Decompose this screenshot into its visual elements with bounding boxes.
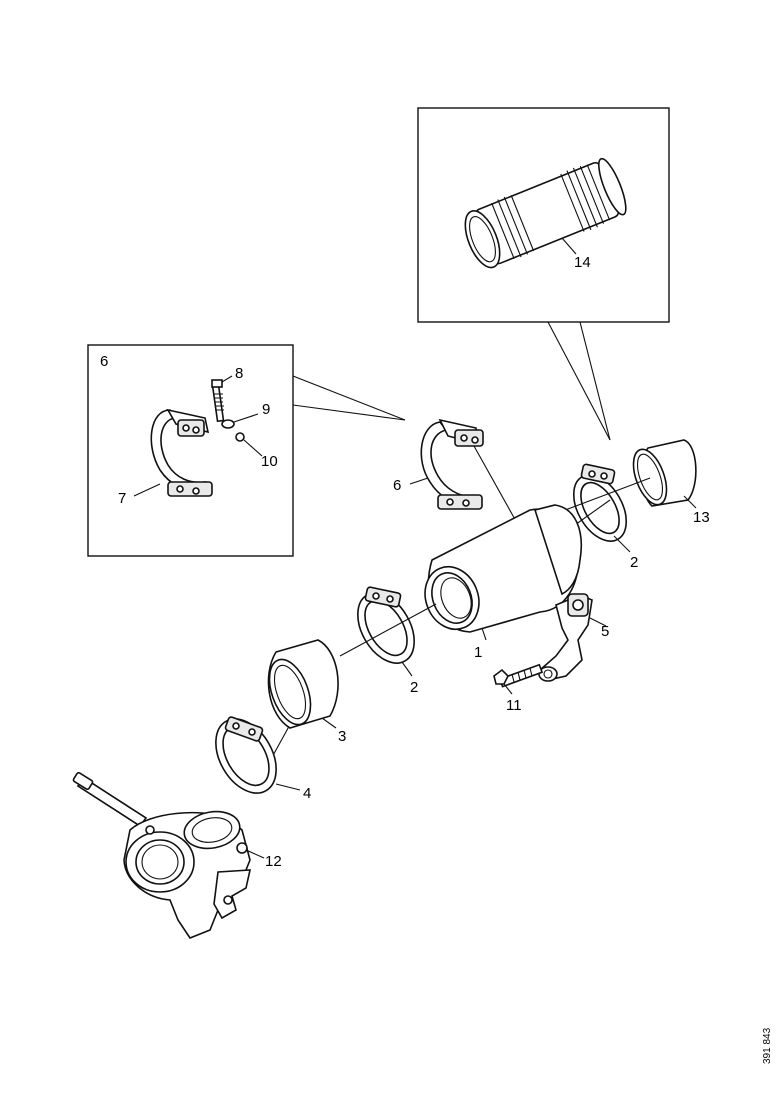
bolt-part-8 — [211, 379, 225, 423]
inset-box-clamp: 6 8 9 10 7 — [87, 344, 406, 557]
label-2-upper: 2 — [630, 554, 638, 571]
label-11: 11 — [506, 697, 522, 714]
bracket-part-5 — [538, 593, 593, 682]
inset-box-bellows: 14 — [417, 107, 670, 441]
label-3: 3 — [338, 728, 346, 745]
label-5: 5 — [601, 623, 609, 640]
label-12: 12 — [265, 853, 282, 870]
label-8: 8 — [235, 365, 243, 382]
bellows-pipe-part-14 — [464, 157, 627, 269]
sleeve-part-13 — [632, 439, 697, 507]
label-9: 9 — [262, 401, 270, 418]
figure-reference-number: 391 843 — [762, 1027, 773, 1064]
clamp-part-6 — [420, 418, 484, 510]
clamp-band-part-7 — [150, 408, 213, 497]
washer-part-9 — [221, 419, 235, 429]
turbo-housing-part-12 — [72, 771, 252, 939]
label-7: 7 — [118, 490, 126, 507]
label-10: 10 — [261, 453, 278, 470]
label-2-lower: 2 — [410, 679, 418, 696]
catalyst-cylinder-part-1 — [424, 504, 582, 633]
sleeve-part-3 — [267, 639, 339, 729]
label-6: 6 — [393, 477, 401, 494]
v-clamp-part-4 — [215, 716, 277, 794]
v-clamp-part-2-lower — [357, 586, 415, 664]
nut-part-10 — [235, 432, 245, 442]
label-1: 1 — [474, 644, 482, 661]
label-14: 14 — [574, 254, 591, 271]
label-4: 4 — [303, 785, 311, 802]
inset-label-6: 6 — [100, 353, 108, 370]
label-13: 13 — [693, 509, 710, 526]
bolt-part-11 — [493, 663, 544, 688]
v-clamp-part-2-upper — [572, 463, 628, 542]
